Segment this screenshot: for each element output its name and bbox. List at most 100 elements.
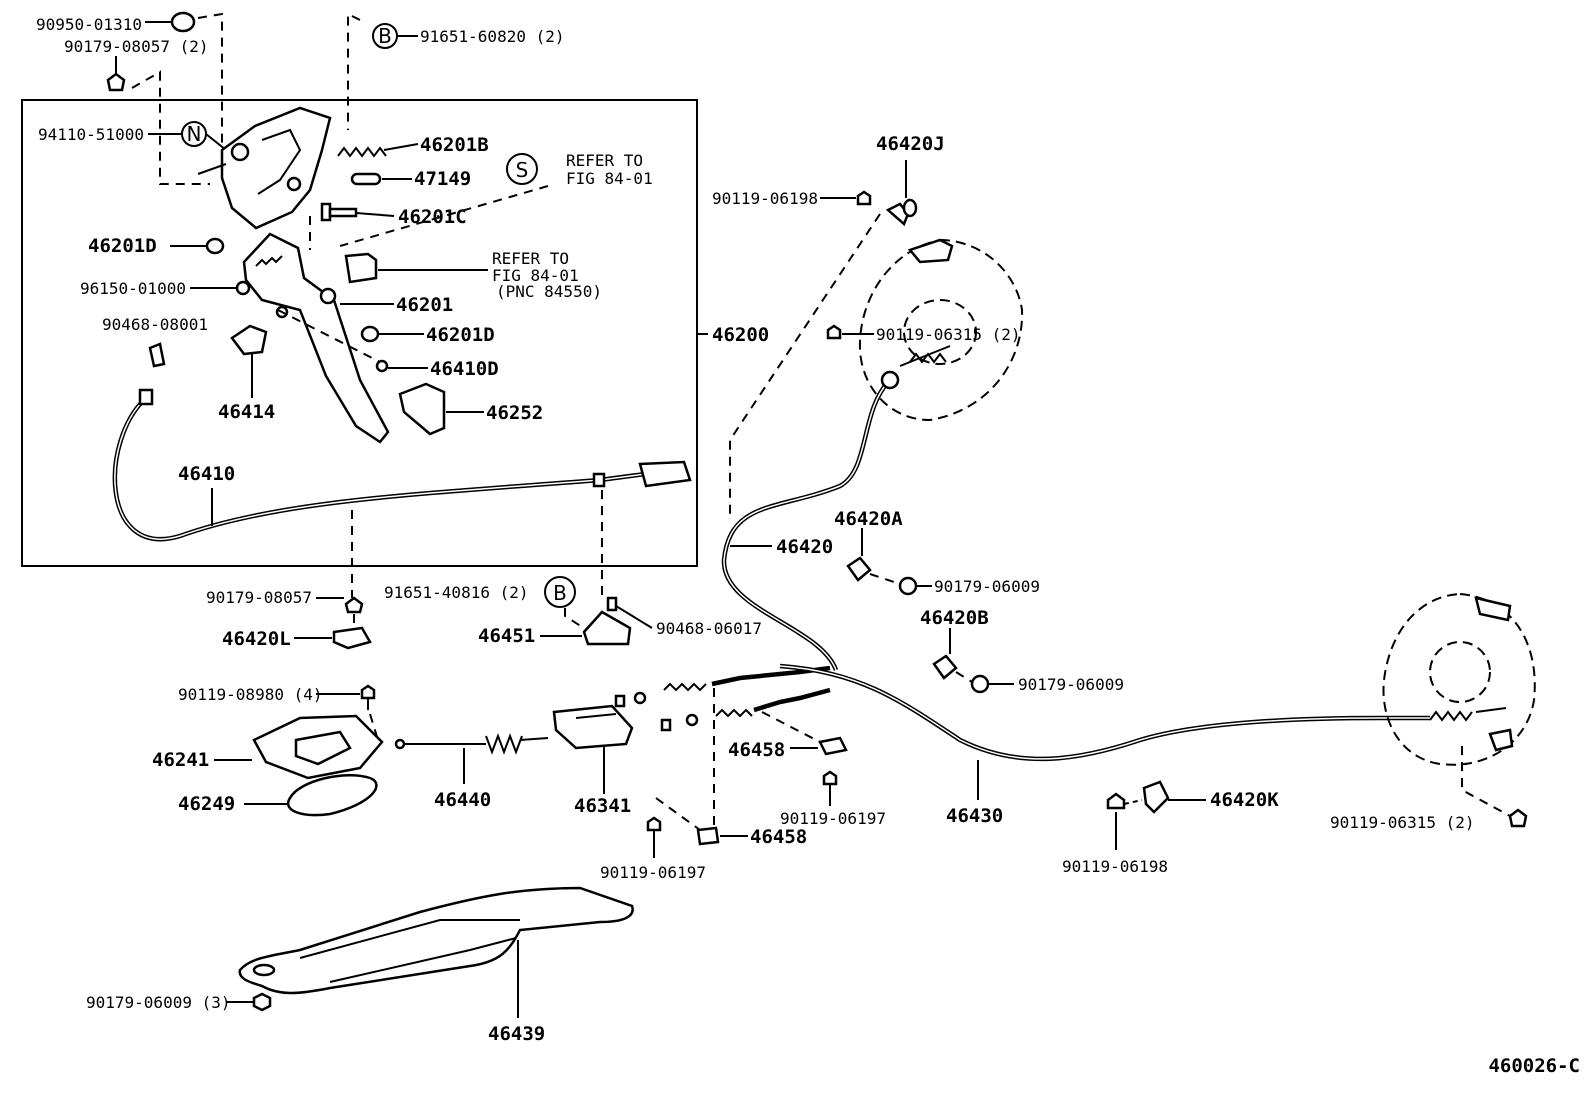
label-refer-3: (PNC 84550) [496, 282, 602, 301]
lever-46201[interactable] [242, 232, 394, 444]
bolt-90119-06198-lower[interactable] [1106, 792, 1143, 850]
label-46420K: 46420K [1210, 789, 1279, 811]
label-90119-06197-left: 90119-06197 [600, 863, 706, 882]
pin-47149[interactable] [350, 172, 412, 186]
cable-46420[interactable] [721, 345, 951, 671]
leader-dash-top-a [197, 12, 223, 178]
backing-plate-upper[interactable] [858, 238, 1024, 422]
label-46249: 46249 [178, 793, 235, 815]
bolt-90119-08980[interactable] [316, 684, 379, 741]
clip-90468-08001[interactable] [148, 342, 166, 368]
label-46410: 46410 [178, 463, 235, 485]
gasket-46249[interactable] [244, 774, 378, 817]
dash-46458-c [761, 711, 821, 743]
label-46341: 46341 [574, 795, 631, 817]
nut-46201D-mid[interactable] [360, 325, 424, 343]
bracket-46420L[interactable] [294, 626, 372, 650]
marker-n-label: N [187, 122, 202, 146]
label-90468-06017: 90468-06017 [656, 619, 762, 638]
clip-46420B[interactable] [932, 628, 973, 683]
marker-n: N [148, 121, 227, 151]
nut-90179-08057-lower[interactable] [316, 596, 364, 630]
leader-dash-b-top [347, 12, 361, 130]
leader-dash-s [339, 185, 549, 247]
spring-46201B[interactable] [337, 143, 419, 158]
label-46414: 46414 [218, 401, 275, 423]
label-91651-40816-2: 91651-40816 (2) [384, 583, 529, 602]
backing-plate-lower[interactable] [1382, 592, 1536, 766]
label-90119-06198-lower: 90119-06198 [1062, 857, 1168, 876]
label-46201D-mid: 46201D [426, 324, 495, 346]
insulator-46439[interactable] [238, 886, 634, 1018]
cap-90950-01310[interactable] [145, 11, 196, 33]
clip-46420J[interactable] [885, 160, 918, 227]
dash-46458-b [655, 797, 701, 831]
label-46458-lower: 46458 [750, 826, 807, 848]
label-46430: 46430 [946, 805, 1003, 827]
marker-b-mid: B [544, 576, 591, 633]
marker-s: S [506, 153, 538, 185]
label-90179-08057: 90179-08057 [206, 588, 312, 607]
label-refer-s-2: FIG 84-01 [566, 169, 653, 188]
label-90179-08057-2: 90179-08057 (2) [64, 37, 209, 56]
label-46201C: 46201C [398, 206, 467, 228]
clip-90468-06017[interactable] [606, 596, 653, 629]
clip-46420A[interactable] [846, 528, 901, 585]
cable-46410[interactable] [112, 388, 692, 542]
label-refer-1: REFER TO [492, 249, 569, 268]
clip-46420K[interactable] [1142, 780, 1206, 814]
label-90119-08980-4: 90119-08980 (4) [178, 685, 323, 704]
clip-46414[interactable] [230, 324, 268, 398]
label-46201D-top: 46201D [88, 235, 157, 257]
bolt-90119-06315-lower[interactable] [1508, 808, 1528, 828]
marker-b-mid-label: B [553, 581, 567, 605]
equalizer-46440[interactable] [394, 733, 549, 784]
nut-90179-06009-3[interactable] [226, 992, 272, 1012]
nut-90179-06009-a[interactable] [898, 576, 932, 596]
pin-96150-01000[interactable] [190, 280, 251, 296]
label-46451: 46451 [478, 625, 535, 647]
dash-46420J [729, 213, 881, 520]
label-90468-08001: 90468-08001 [102, 315, 208, 334]
label-46420: 46420 [776, 536, 833, 558]
marker-b-top-label: B [378, 24, 392, 48]
label-90119-06198-upper: 90119-06198 [712, 189, 818, 208]
spring-link-lower[interactable] [660, 687, 831, 732]
clip-84550[interactable] [344, 252, 488, 284]
label-46200: 46200 [712, 324, 769, 346]
pin-46410D[interactable] [277, 309, 428, 373]
label-46458-upper: 46458 [728, 739, 785, 761]
bolt-46201C[interactable] [320, 202, 395, 222]
clip-46458-lower[interactable] [696, 826, 748, 846]
label-91651-60820-2: 91651-60820 (2) [420, 27, 565, 46]
marker-s-label: S [516, 158, 529, 182]
label-94110-51000: 94110-51000 [38, 125, 144, 144]
label-90119-06197-right: 90119-06197 [780, 809, 886, 828]
label-90179-06009-b: 90179-06009 [1018, 675, 1124, 694]
nut-90179-06009-b[interactable] [970, 674, 1014, 694]
plate-46241[interactable] [214, 714, 384, 780]
lever-bracket[interactable] [197, 106, 332, 230]
grip-46252[interactable] [398, 382, 484, 436]
label-90950-01310: 90950-01310 [36, 15, 142, 34]
label-46439: 46439 [488, 1023, 545, 1045]
label-46410D: 46410D [430, 358, 499, 380]
bracket-46451[interactable] [540, 610, 632, 646]
bolt-90119-06197-right[interactable] [822, 770, 838, 806]
bolt-90119-06315-upper[interactable] [826, 324, 874, 340]
nut-90179-08057[interactable] [106, 56, 126, 92]
label-46440: 46440 [434, 789, 491, 811]
clip-46458-upper[interactable] [790, 736, 848, 756]
label-46420L: 46420L [222, 628, 291, 650]
nut-46201D-top[interactable] [170, 237, 225, 255]
bolt-90119-06198-upper[interactable] [820, 190, 872, 206]
bracket-46341[interactable] [552, 704, 634, 794]
cable-46430[interactable] [779, 663, 1507, 800]
label-46252: 46252 [486, 402, 543, 424]
dash-90119-06315-lower [1461, 746, 1511, 817]
figure-code: 460026-C [1488, 1055, 1580, 1077]
bolt-90119-06197-left[interactable] [646, 816, 662, 858]
label-46201B: 46201B [420, 134, 489, 156]
